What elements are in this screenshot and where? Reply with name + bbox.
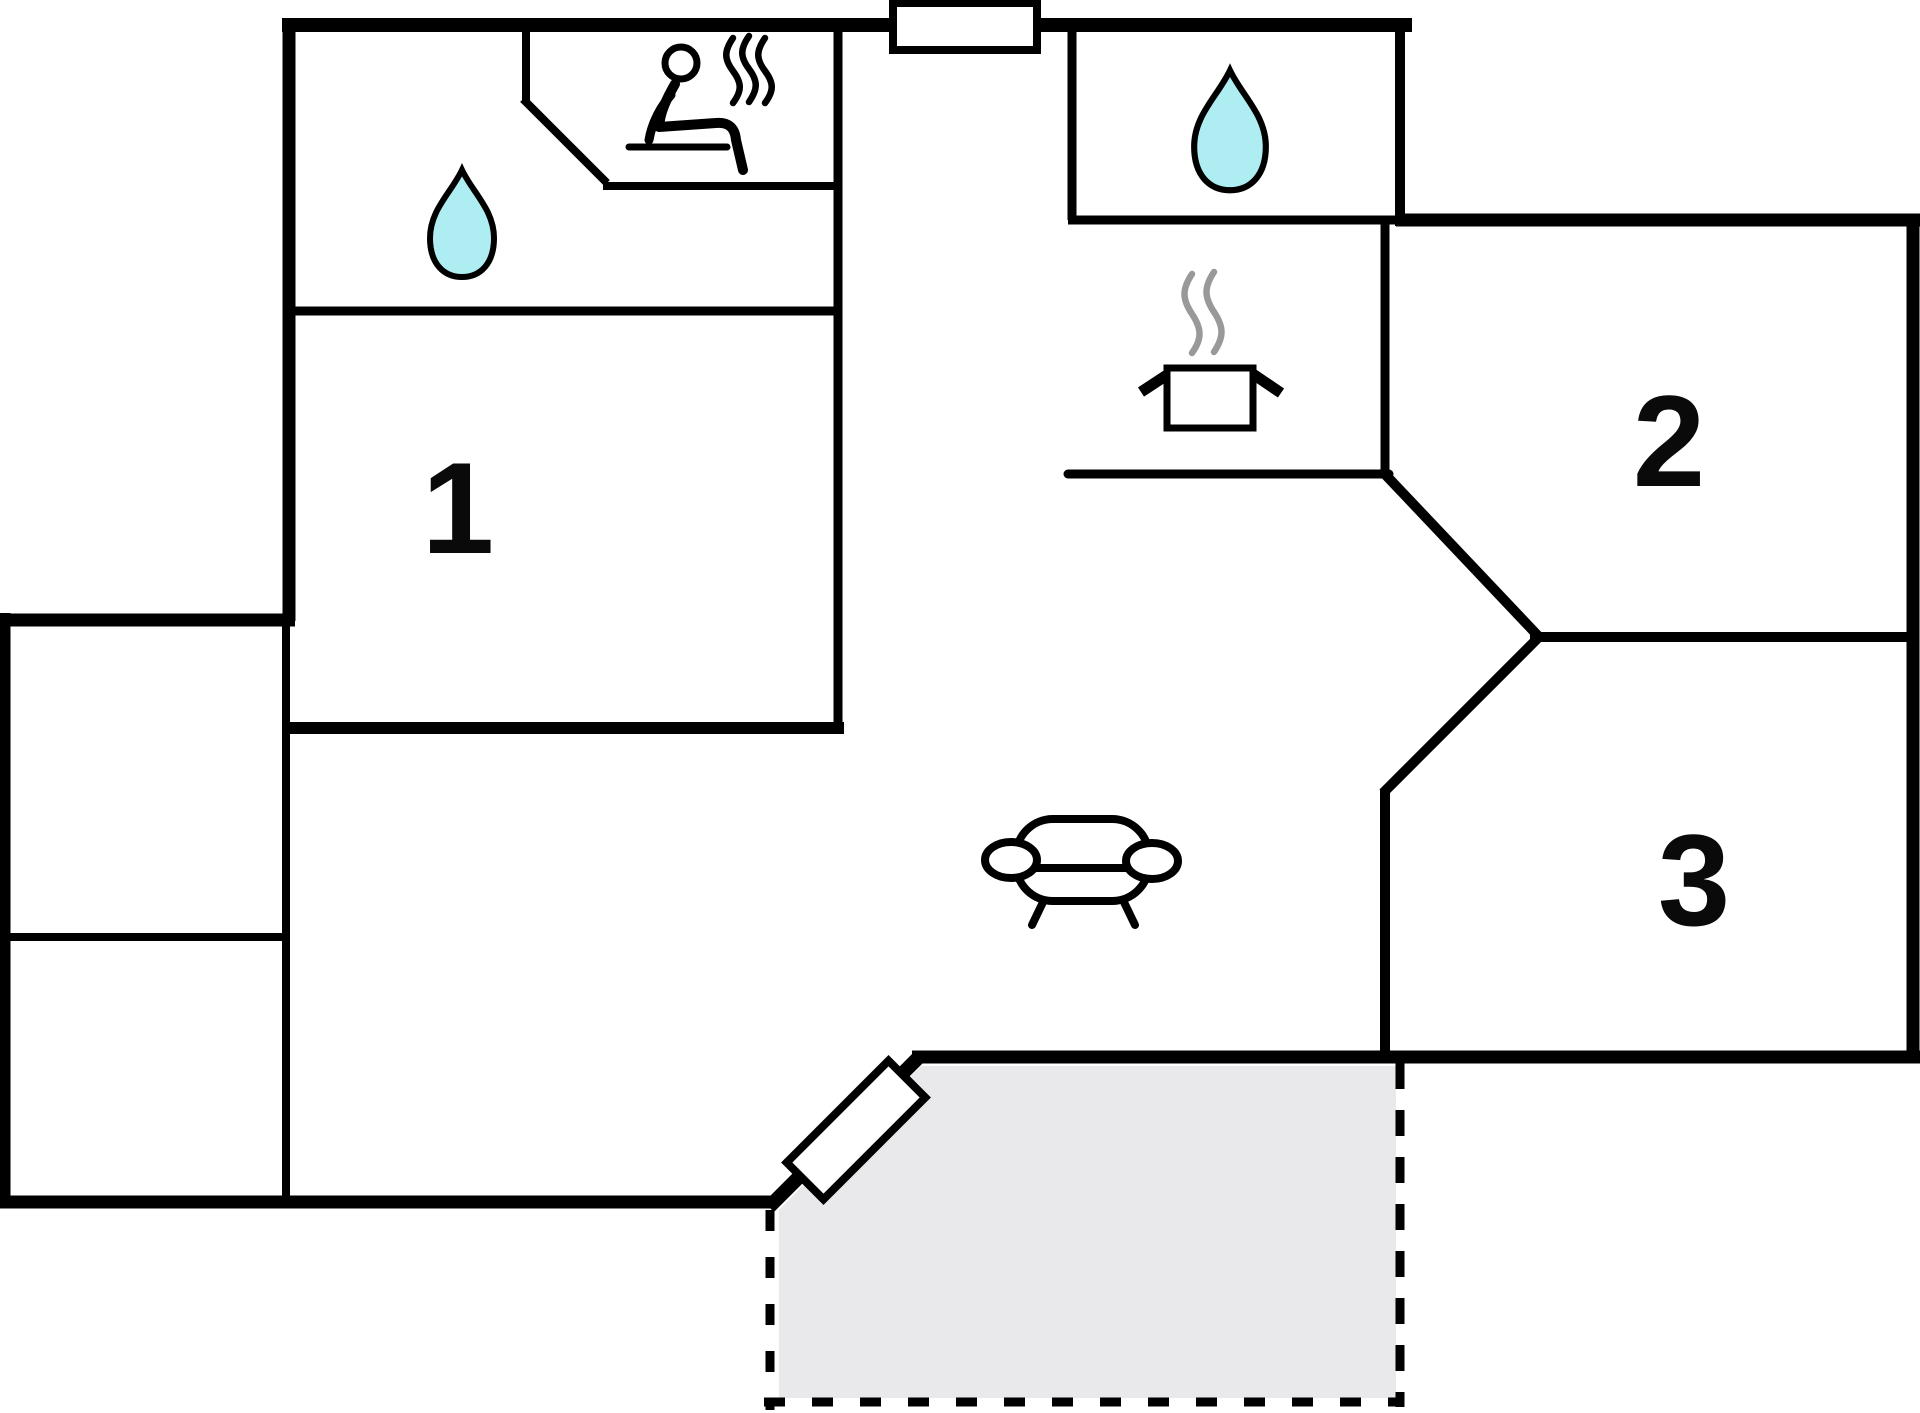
- room-3-label: 3: [1658, 807, 1730, 953]
- room-1-label: 1: [422, 435, 494, 581]
- sofa-armrest-left: [981, 838, 1041, 882]
- water-drop-icon: [1191, 63, 1269, 194]
- sauna-steam-icon: [723, 32, 775, 107]
- sauna-person-arm: [644, 90, 676, 145]
- sofa-armrest-right: [1122, 839, 1182, 883]
- room-2-label: 2: [1633, 368, 1705, 514]
- sofa-icon: [981, 815, 1182, 929]
- wall-sauna-diagonal: [520, 96, 610, 186]
- sauna-person-icon: [625, 32, 775, 175]
- walls: [0, 18, 1920, 1212]
- wall-room2-diagonal: [1377, 466, 1546, 644]
- pot-steam-icon: [1181, 268, 1225, 357]
- cooking-pot-icon: [1137, 268, 1285, 432]
- terrace-dashed-border: [764, 1063, 1405, 1410]
- window-icon: [889, 0, 1041, 54]
- sauna-person-head: [661, 43, 701, 83]
- terrace-area: [779, 1066, 1396, 1398]
- pot-body: [1163, 364, 1257, 432]
- water-drop-icon: [426, 163, 498, 281]
- wall-room3-diagonal: [1379, 630, 1546, 797]
- door-icon: [781, 1055, 931, 1205]
